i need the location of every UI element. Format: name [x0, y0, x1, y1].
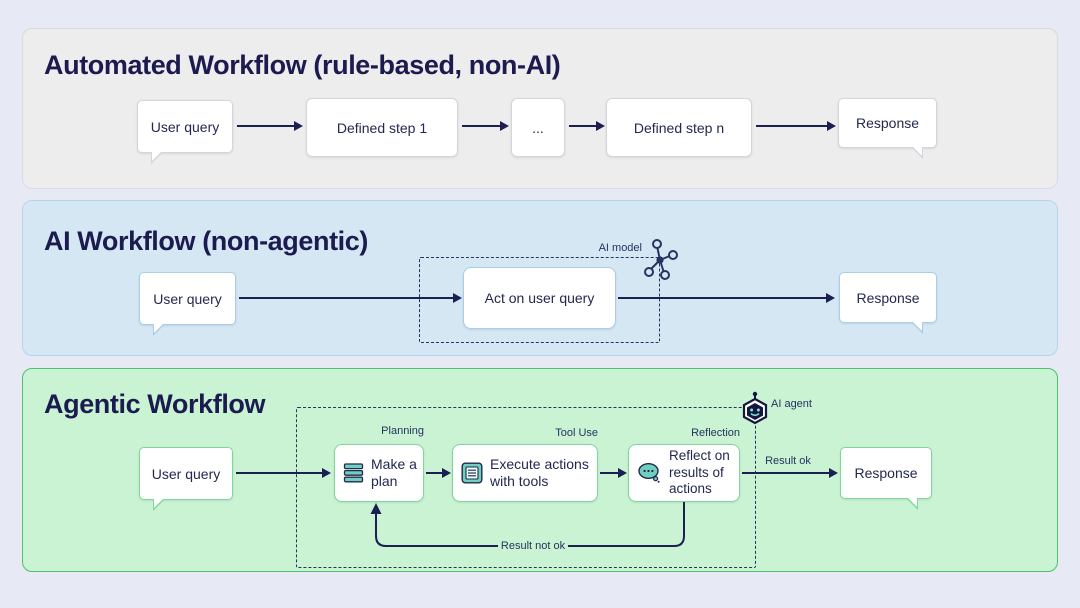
defined-step-n-box: Defined step n	[606, 98, 752, 157]
node-label: Act on user query	[484, 290, 595, 306]
user-query-bubble: User query	[139, 447, 233, 511]
node-label: User query	[153, 290, 222, 307]
node-label: Defined step 1	[336, 119, 428, 136]
bubble-tail-fill	[907, 497, 917, 507]
node-label: User query	[150, 118, 220, 135]
make-a-plan-box: Make a plan	[334, 444, 424, 502]
planning-label: Planning	[381, 425, 424, 437]
execute-actions-box: Execute actions with tools	[452, 444, 598, 502]
node-label: Defined step n	[633, 119, 725, 136]
flow-arrow	[600, 468, 627, 478]
node-label: Execute actions with tools	[490, 455, 589, 490]
ai-agent-boundary	[296, 407, 756, 568]
flow-arrow	[239, 293, 462, 303]
agentic-workflow-title: Agentic Workflow	[44, 389, 266, 419]
bubble-tail-fill	[912, 146, 922, 156]
tool-use-label: Tool Use	[555, 427, 598, 439]
node-label: Make a plan	[371, 455, 417, 490]
flow-arrow	[756, 121, 836, 131]
flow-arrow	[426, 468, 451, 478]
defined-step-1-box: Defined step 1	[306, 98, 458, 157]
node-label: Reflect on results of actions	[669, 447, 730, 497]
robot-hexagon-icon	[742, 391, 768, 425]
bubble-tail-fill	[152, 151, 162, 161]
node-label: ...	[532, 119, 544, 136]
act-on-user-query-box: Act on user query	[463, 267, 616, 329]
network-nodes-icon	[644, 239, 678, 280]
flow-arrow	[462, 121, 509, 131]
ai-agent-label: AI agent	[771, 398, 812, 410]
flow-arrow	[237, 121, 303, 131]
response-bubble: Response	[838, 98, 937, 159]
automated-workflow-title: Automated Workflow (rule-based, non-AI)	[44, 50, 561, 80]
flow-arrow	[569, 121, 605, 131]
user-query-bubble: User query	[137, 100, 233, 164]
reflect-box: Reflect on results of actions	[628, 444, 740, 502]
stack-icon	[343, 463, 364, 483]
flow-arrow	[742, 468, 838, 478]
flow-arrow	[236, 468, 331, 478]
thought-bubble-icon	[638, 462, 660, 483]
reflection-label: Reflection	[691, 427, 740, 439]
node-label: Response	[854, 465, 918, 481]
flow-arrow	[618, 293, 835, 303]
response-bubble: Response	[839, 272, 937, 334]
ai-model-label: AI model	[598, 242, 642, 254]
bubble-tail-fill	[912, 321, 922, 331]
ai-workflow-title: AI Workflow (non-agentic)	[44, 226, 368, 256]
result-not-ok-label: Result not ok	[500, 540, 566, 552]
user-query-bubble: User query	[139, 272, 236, 336]
node-label: Response	[855, 115, 920, 131]
node-label: User query	[151, 465, 221, 482]
ai-model-boundary	[419, 257, 660, 343]
bubble-tail-fill	[154, 323, 164, 333]
bubble-tail-fill	[154, 498, 164, 508]
result-ok-label: Result ok	[765, 455, 811, 467]
ellipsis-box: ...	[511, 98, 565, 157]
response-bubble: Response	[840, 447, 932, 510]
node-label: Response	[856, 289, 920, 306]
document-lines-icon	[461, 462, 483, 484]
